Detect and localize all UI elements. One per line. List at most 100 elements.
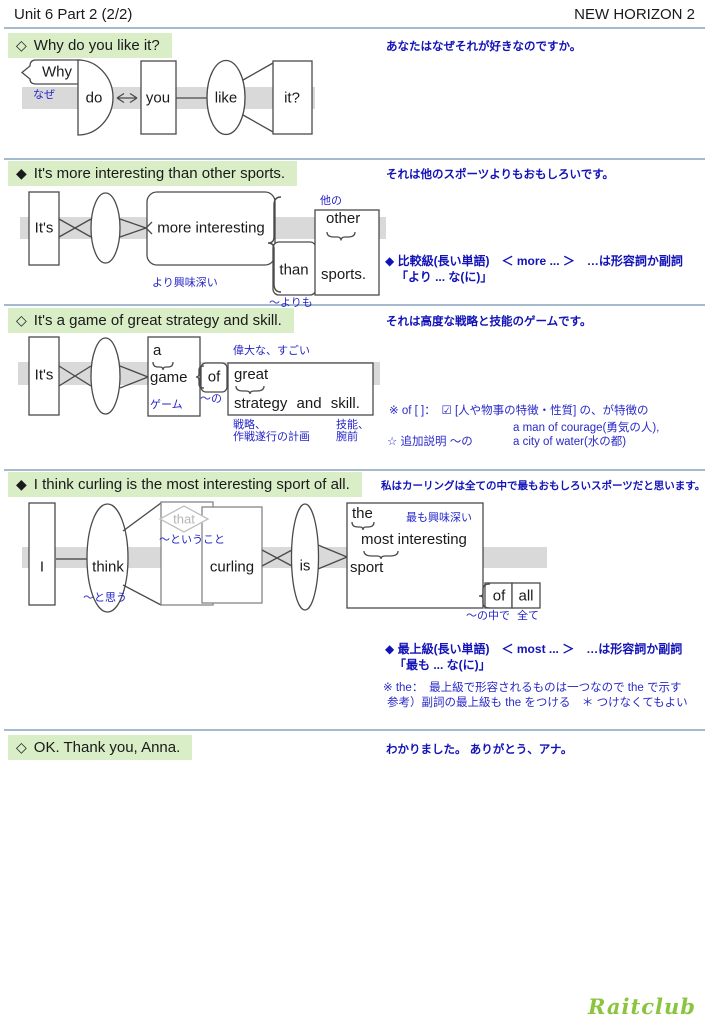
a-underbrace <box>152 361 174 371</box>
footer-logo: Raitclub <box>588 994 696 1019</box>
great-strategy-box <box>227 362 374 416</box>
of-box <box>200 362 228 393</box>
note-of-1: ※ of [ ]： ☑ [人や物事の特徴・性質] の、が特徴の <box>389 405 649 417</box>
i-box <box>28 502 56 606</box>
its-box <box>28 191 60 266</box>
heading-title: It's a game of great strategy and skill. <box>33 312 282 329</box>
double-arrow <box>116 92 138 104</box>
diagram-2-shapes <box>28 191 380 296</box>
book-title: NEW HORIZON 2 <box>574 6 695 23</box>
other-underbrace <box>326 231 356 241</box>
gloss-great: 偉大な、すごい <box>233 345 310 357</box>
word-you: you <box>145 89 171 107</box>
word-why: Why <box>42 63 72 81</box>
divider-1 <box>4 27 705 29</box>
word-more-interesting: more interesting <box>157 219 265 237</box>
gloss-game: ゲーム <box>150 399 183 411</box>
of-brace <box>478 583 491 609</box>
word-like: like <box>214 89 238 107</box>
word-i: I <box>39 558 45 576</box>
page-title: Unit 6 Part 2 (2/2) <box>14 6 133 23</box>
other-sports-box <box>314 209 380 296</box>
word-sports: sports. <box>321 266 367 283</box>
gloss-of-all: 〜の中で <box>466 610 510 622</box>
verb-ellipse <box>90 192 121 264</box>
think-ellipse <box>86 503 129 613</box>
note-comparative-1: ◆ 比較級(長い単語) ＜ more ... ＞ …は形容詞か副詞 <box>385 254 683 268</box>
you-box <box>140 60 177 135</box>
gloss-strategy-2: 作戦遂行の計画 <box>233 431 310 443</box>
of-box <box>484 582 513 609</box>
word-is: is <box>299 557 311 575</box>
translation-4: 私はカーリングは全ての中で最もおもしろいスポーツだと思います。 <box>381 480 706 492</box>
heading-title: OK. Thank you, Anna. <box>33 739 181 756</box>
note-of-3: ☆ 追加説明 〜の <box>387 436 473 448</box>
heading-marker: ◇ <box>16 312 27 328</box>
gloss-skill-1: 技能、 <box>336 419 369 431</box>
heading-marker: ◇ <box>16 739 27 755</box>
note-superlative-2: 「最も ... な(に)」 <box>394 658 491 672</box>
translation-1: あなたはなぜそれが好きなのですか。 <box>386 41 582 53</box>
gloss-skill-2: 腕前 <box>336 431 358 443</box>
most-underbrace <box>363 550 399 560</box>
divider-4 <box>4 469 705 471</box>
word-do: do <box>85 89 103 107</box>
it-box <box>272 60 313 135</box>
translation-3: それは高度な戦略と技能のゲームです。 <box>386 316 592 328</box>
divider-2 <box>4 158 705 160</box>
word-other: other <box>326 210 361 227</box>
verb-ellipse <box>90 337 121 415</box>
word-the: the <box>352 505 373 522</box>
diagram-1-shapes <box>20 59 313 136</box>
word-curling: curling <box>209 558 255 576</box>
word-great: great <box>234 366 269 383</box>
word-it: it? <box>284 89 300 107</box>
its-box <box>28 336 60 416</box>
do-halfmoon <box>77 59 114 136</box>
gloss-superlative: 最も興味深い <box>406 512 472 524</box>
gloss-than: 〜よりも <box>269 297 313 309</box>
divider-3 <box>4 304 705 306</box>
note-comparative-2: 「より ... な(に)」 <box>396 270 493 284</box>
section-heading-1: ◇ Why do you like it? <box>8 33 172 58</box>
section-heading-4: ◆ I think curling is the most interesting… <box>8 472 362 497</box>
a-game-box <box>147 336 201 417</box>
heading-marker: ◆ <box>16 165 27 181</box>
note-superlative-1: ◆ 最上級(長い単語) ＜ most ... ＞ …は形容詞か副詞 <box>385 642 683 656</box>
gloss-strategy-1: 戦略、 <box>233 419 266 431</box>
the-underbrace <box>351 521 375 531</box>
divider-5 <box>4 729 705 731</box>
note-the-1: ※ the： 最上級で形容されるものは一つなので the で示す <box>383 682 682 694</box>
heading-title: Why do you like it? <box>33 37 160 54</box>
word-a: a <box>153 342 162 359</box>
gloss-other: 他の <box>320 195 342 207</box>
heading-marker: ◆ <box>16 476 27 492</box>
heading-marker: ◇ <box>16 37 27 53</box>
word-strategy-and-skill: strategy and skill. <box>234 395 360 412</box>
word-sport: sport <box>350 559 384 576</box>
of-brace <box>195 365 205 389</box>
note-of-4: a city of water(水の都) <box>513 436 627 448</box>
word-game: game <box>150 369 188 386</box>
gloss-more-interesting: より興味深い <box>152 277 218 289</box>
word-of: of <box>492 587 506 605</box>
is-ellipse <box>290 503 320 611</box>
gloss-all: 全て <box>517 610 539 622</box>
translation-5: わかりました。 ありがとう、アナ。 <box>386 744 573 756</box>
section-heading-2: ◆ It's more interesting than other sports… <box>8 161 298 186</box>
like-ellipse <box>206 59 246 136</box>
gloss-naze: なぜ <box>33 89 55 101</box>
gloss-that: 〜ということ <box>159 534 225 546</box>
note-of-2: a man of courage(勇気の人), <box>513 422 660 434</box>
heading-title: It's more interesting than other sports. <box>33 165 286 182</box>
word-that: that <box>173 511 195 527</box>
gloss-of: 〜の <box>200 393 222 405</box>
diagram-4-shapes <box>28 501 541 613</box>
word-its: It's <box>34 219 54 237</box>
that-diamond <box>158 505 210 533</box>
all-box <box>511 582 541 609</box>
heading-title: I think curling is the most interesting … <box>33 476 350 493</box>
translation-2: それは他のスポーツよりもおもしろいです。 <box>386 169 615 181</box>
section-heading-3: ◇ It's a game of great strategy and skill… <box>8 308 294 333</box>
